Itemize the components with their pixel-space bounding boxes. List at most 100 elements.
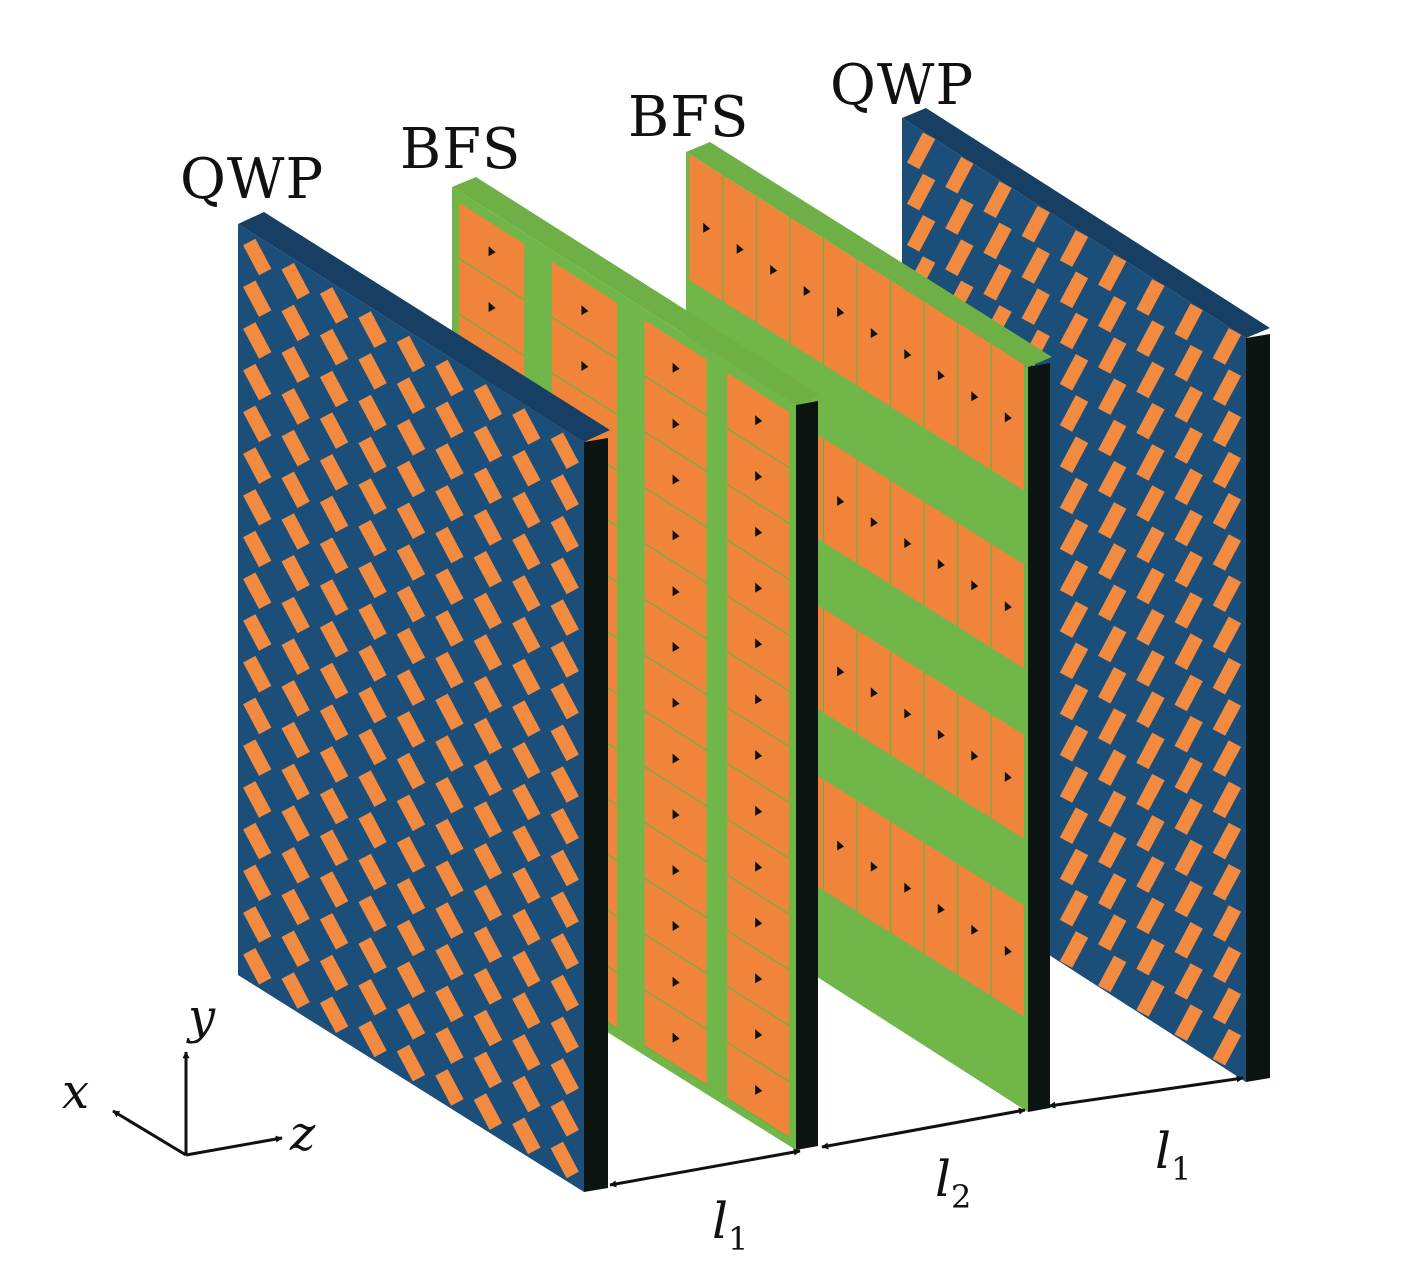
qwp-patch bbox=[550, 974, 579, 1012]
bfs-diode-glyph bbox=[1004, 601, 1012, 612]
bfs-cell-divider bbox=[644, 487, 707, 528]
bfs-diode-glyph bbox=[870, 517, 878, 527]
bfs-diode-glyph bbox=[672, 920, 680, 931]
coordinate-axes: y x z bbox=[62, 989, 316, 1162]
qwp-patch bbox=[1136, 732, 1165, 770]
bfs-diode-glyph bbox=[672, 362, 680, 373]
qwp-patch bbox=[1174, 468, 1203, 506]
qwp-patch bbox=[243, 906, 272, 943]
bfs-cell-divider bbox=[551, 316, 618, 360]
qwp-patch bbox=[358, 978, 387, 1016]
qwp-patch bbox=[1021, 247, 1050, 284]
qwp-patch bbox=[435, 526, 464, 564]
qwp-patch bbox=[512, 783, 541, 821]
qwp-patch bbox=[1136, 980, 1165, 1017]
bfs-diode-glyph bbox=[937, 729, 945, 740]
qwp-patch bbox=[1059, 848, 1089, 886]
qwp-patch bbox=[1174, 592, 1203, 629]
qwp-patch bbox=[1059, 518, 1089, 556]
qwp-patch bbox=[1136, 773, 1165, 811]
bfs-cell-divider bbox=[726, 986, 790, 1027]
qwp-patch bbox=[945, 198, 974, 235]
plate-side-edge bbox=[1246, 334, 1270, 1082]
qwp-patch bbox=[1059, 354, 1089, 391]
qwp-patch bbox=[512, 825, 541, 862]
qwp-patch bbox=[550, 599, 579, 636]
qwp-patch bbox=[396, 627, 426, 665]
qwp-patch bbox=[512, 616, 541, 654]
qwp-patch bbox=[945, 239, 974, 276]
qwp-patch bbox=[358, 603, 387, 640]
bfs-diode-glyph bbox=[904, 882, 912, 893]
qwp-patch bbox=[512, 491, 541, 529]
qwp-patch bbox=[243, 363, 272, 401]
qwp-patch bbox=[1174, 922, 1203, 959]
bfs-diode-glyph bbox=[904, 349, 912, 360]
qwp-patch bbox=[243, 739, 272, 776]
bfs-diode-glyph bbox=[736, 243, 744, 254]
qwp-patch bbox=[1021, 288, 1050, 325]
qwp-patch bbox=[281, 721, 310, 759]
qwp-patch bbox=[1174, 1004, 1203, 1041]
bfs-cell-divider bbox=[726, 1041, 790, 1083]
qwp-patch bbox=[243, 572, 272, 609]
qwp-patch bbox=[1212, 410, 1242, 448]
qwp-patch bbox=[319, 954, 349, 992]
qwp-patch bbox=[358, 812, 387, 849]
bfs-diode-glyph bbox=[755, 861, 763, 872]
qwp-patch bbox=[512, 408, 541, 445]
qwp-patch bbox=[550, 1100, 579, 1137]
qwp-patch bbox=[512, 867, 541, 904]
bfs-cell-divider bbox=[726, 539, 790, 580]
qwp-patch bbox=[281, 805, 310, 842]
qwp-patch bbox=[396, 878, 426, 915]
qwp-patch bbox=[358, 686, 387, 724]
qwp-patch bbox=[1059, 642, 1089, 680]
qwp-patch bbox=[1212, 699, 1242, 736]
qwp-patch bbox=[473, 1051, 503, 1089]
qwp-patch bbox=[1059, 889, 1089, 927]
qwp-patch bbox=[473, 467, 503, 504]
qwp-patch bbox=[473, 1093, 503, 1130]
plate-side-edge bbox=[584, 438, 608, 1192]
qwp-patch bbox=[243, 655, 272, 693]
qwp-patch bbox=[319, 787, 349, 825]
qwp-patch bbox=[358, 353, 387, 390]
qwp-patch bbox=[1059, 683, 1089, 721]
qwp-patch bbox=[550, 515, 579, 553]
bfs-diode-glyph bbox=[837, 666, 845, 677]
qwp-patch bbox=[1174, 880, 1203, 918]
qwp-patch bbox=[1098, 955, 1127, 993]
bfs-cell-divider bbox=[726, 651, 790, 692]
qwp-patch bbox=[1136, 567, 1165, 605]
qwp-patch bbox=[1098, 625, 1127, 663]
qwp-patch bbox=[358, 895, 387, 932]
qwp-patch bbox=[1212, 864, 1242, 901]
bfs-diode-glyph bbox=[755, 638, 763, 649]
qwp-patch bbox=[550, 1141, 579, 1179]
qwp-patch bbox=[550, 1016, 579, 1054]
bfs-diode-glyph bbox=[672, 1032, 680, 1043]
qwp-patch bbox=[243, 489, 272, 526]
qwp-patch bbox=[473, 1009, 503, 1047]
qwp-patch bbox=[473, 717, 503, 755]
qwp-patch bbox=[512, 658, 541, 696]
qwp-patch bbox=[319, 746, 349, 783]
qwp-patch bbox=[1059, 312, 1089, 350]
qwp-patch bbox=[550, 557, 579, 595]
qwp-patch bbox=[396, 502, 426, 539]
qwp-patch bbox=[1174, 509, 1203, 547]
bfs-diode-glyph bbox=[971, 924, 979, 935]
qwp-patch bbox=[906, 173, 936, 211]
separation-dimensions: l1 l2 l1 bbox=[609, 1075, 1244, 1258]
qwp-patch bbox=[1098, 914, 1127, 951]
qwp-patch bbox=[1098, 584, 1127, 622]
bfs-diode-glyph bbox=[672, 697, 680, 708]
qwp-patch bbox=[281, 930, 310, 967]
qwp-patch bbox=[983, 181, 1012, 218]
qwp-patch bbox=[243, 322, 272, 359]
bfs-cell-divider bbox=[644, 877, 707, 919]
plate-top-edge bbox=[452, 177, 820, 405]
bfs-cell-divider bbox=[644, 543, 707, 584]
bfs-cell-divider bbox=[726, 874, 790, 915]
